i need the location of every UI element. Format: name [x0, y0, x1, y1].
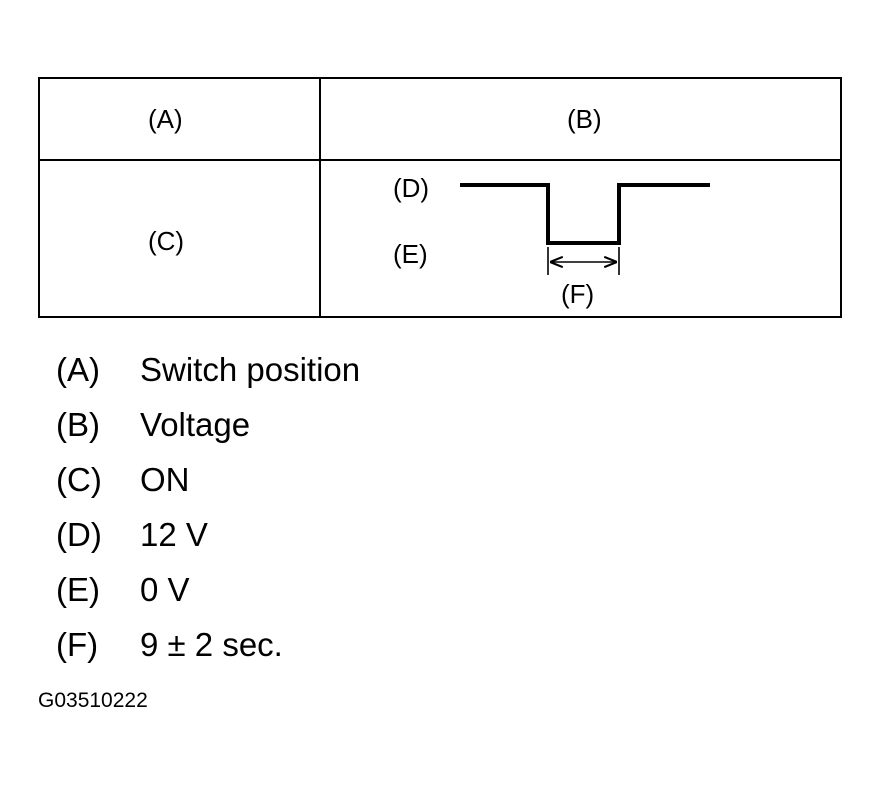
column-divider — [319, 79, 321, 316]
pulse-waveform-line — [460, 183, 710, 245]
label-pulse-duration: (F) — [561, 279, 594, 309]
legend-value: Voltage — [140, 406, 251, 443]
legend-value: Switch position — [140, 351, 361, 388]
legend-key: (B) — [56, 406, 100, 443]
label-12v-level: (D) — [393, 173, 429, 203]
legend-key: (D) — [56, 516, 102, 553]
legend-value: 0 V — [140, 571, 190, 608]
legend-value: ON — [140, 461, 190, 498]
figure-id: G03510222 — [38, 689, 148, 712]
legend-key: (F) — [56, 626, 99, 663]
label-0v-level: (E) — [393, 239, 428, 269]
signal-table: (A) (B) (C) — [38, 77, 842, 318]
header-voltage: (B) — [567, 104, 602, 134]
legend-value: 12 V — [140, 516, 208, 553]
row-divider — [40, 159, 840, 161]
legend-value: 9 ± 2 sec. — [140, 626, 283, 663]
legend-key: (C) — [56, 461, 102, 498]
header-switch-position: (A) — [148, 104, 183, 134]
legend-key: (E) — [56, 571, 100, 608]
row-switch-on: (C) — [148, 226, 185, 256]
legend-key: (A) — [56, 351, 100, 388]
